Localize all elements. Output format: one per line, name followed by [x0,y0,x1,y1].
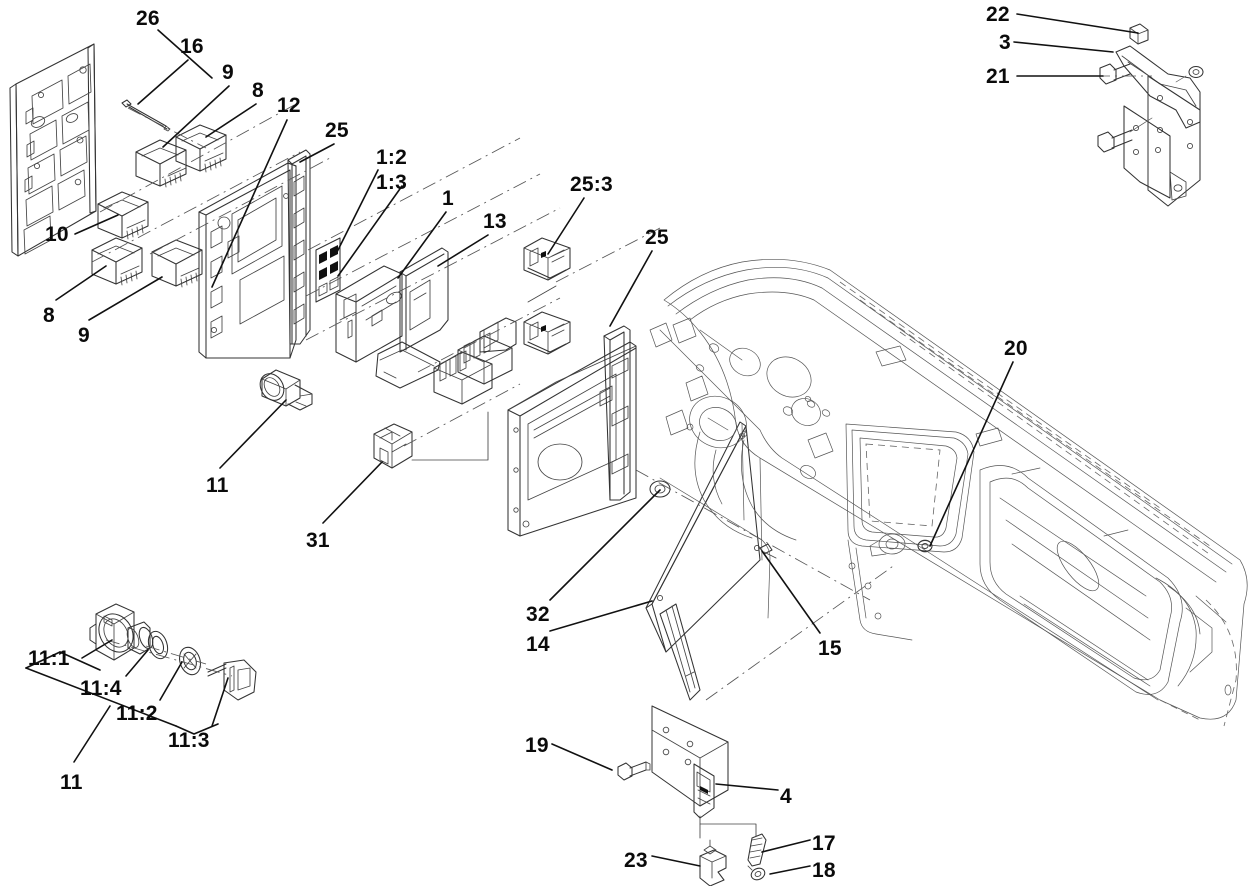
callout-label-1-3: 1:3 [376,171,407,194]
part-26-mounting-plate [9,43,97,257]
callout-label-8: 8 [43,304,55,327]
part-12-console-frame [198,149,311,359]
callout-label-25: 25 [325,119,349,142]
callout-label-25: 25 [645,226,669,249]
callout-label-25-3: 25:3 [570,173,613,196]
leader-line-1 [397,211,447,279]
leader-line-4 [715,783,779,791]
leader-line-12 [211,119,288,288]
part-23-striker [699,839,727,886]
callout-label-20: 20 [1004,337,1028,360]
callout-label-18: 18 [812,859,836,882]
callout-label-1: 1 [442,187,454,210]
part-1-relay-cover [335,265,403,363]
support-bracket-assembly [1097,23,1204,207]
callout-label-15: 15 [818,637,842,660]
callout-label-11: 11 [206,474,229,497]
leader-line-11-1 [81,639,113,659]
callout-label-13: 13 [483,210,507,233]
leader-line-1-2 [335,169,379,255]
callout-label-11-1: 11:1 [28,647,70,670]
part-10-rocker-switch [97,191,149,240]
callout-label-11: 11 [60,771,83,794]
callout-label-11-2: 11:2 [116,702,158,725]
callout-label-4: 4 [780,785,792,808]
part-8-rocker-switch-upper [175,124,227,173]
part-17-spring-pin [747,833,767,867]
part-32-enclosure [507,325,637,537]
leader-line-9 [88,276,163,321]
leader-line-25 [299,143,335,163]
part-16-screw [121,99,171,132]
callout-label-9: 9 [78,324,90,347]
callout-label-11-4: 11:4 [80,677,122,700]
part-9-rocker-switch-upper [135,139,187,188]
part-18-clip [747,865,766,881]
callout-label-19: 19 [525,734,549,757]
part-31-connector [373,423,413,469]
leader-line-11-3 [211,677,229,727]
callout-label-14: 14 [526,633,550,656]
part-1-2-fuse-block [315,237,341,303]
leader-line-1-3 [337,185,403,277]
callout-label-1-2: 1:2 [376,146,407,169]
leader-line-23 [651,855,701,867]
callout-label-26: 26 [136,7,160,30]
part-15-pivot-rod [649,480,777,701]
callout-label-23: 23 [624,849,648,872]
callout-label-8: 8 [252,79,264,102]
leader-line-25-3 [547,197,585,255]
leader-line-11-4 [125,649,149,677]
callout-label-11-3: 11:3 [168,729,210,752]
leader-line-17 [761,839,811,853]
callout-label-21: 21 [986,65,1010,88]
leader-line-8 [205,103,257,138]
callout-leader-lines [55,13,1139,875]
part-13-bracket-cover [375,247,449,389]
callout-label-32: 32 [526,603,550,626]
leader-line-25 [609,250,653,327]
part-25-3-latch-clip-lower [523,311,571,355]
leader-line-8 [55,265,107,301]
part-8-rocker-switch-lower [91,237,143,286]
leader-line-14 [549,600,653,632]
part-4-latch-assembly [651,705,729,819]
leader-line-22 [1016,13,1139,34]
callout-label-17: 17 [812,832,836,855]
leader-line-18 [769,865,811,875]
part-9-rocker-switch-lower [151,239,203,288]
leader-line-32 [549,489,661,601]
leader-line-16 [137,59,189,105]
relay-terminal-block-cluster [433,317,517,405]
leader-line-11-2 [159,661,183,701]
leader-line-20 [929,361,1014,547]
callout-label-22: 22 [986,3,1010,26]
leader-line-3 [1013,41,1114,53]
leader-line-11 [73,705,111,763]
dashboard-assembly [649,259,1248,727]
part-25-3-latch-clip-upper [523,237,571,281]
leader-line-31 [322,461,383,524]
part-11-ignition-switch-upper [259,369,313,411]
callout-label-9: 9 [222,61,234,84]
leader-line-19 [551,743,613,771]
callout-label-10: 10 [45,223,69,246]
leader-line-15 [761,550,821,634]
leader-line-26 [157,29,213,79]
callout-label-12: 12 [277,94,301,117]
leader-line-9 [162,85,230,148]
callout-label-16: 16 [180,35,204,58]
part-19-bolt [617,761,651,781]
callout-label-31: 31 [306,529,330,552]
leader-line-10 [74,214,119,235]
callout-label-3: 3 [999,31,1011,54]
construction-lines [91,75,1152,839]
leader-line-11 [219,399,287,469]
leader-line-13 [437,234,489,267]
